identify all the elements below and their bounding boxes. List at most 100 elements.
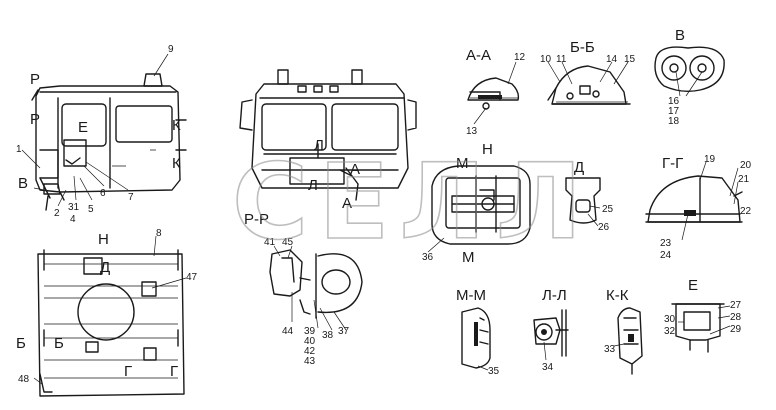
callout-5: 5 [88,204,94,215]
section-title-v: В [675,27,685,44]
callout-26: 26 [598,222,610,233]
callout-23: 23 [660,238,672,249]
callout-19: 19 [704,154,716,165]
callout-21: 21 [738,174,750,185]
cab-detail-e [63,139,87,167]
door-view-marks: М Н М [456,141,493,266]
callout-20: 20 [740,160,752,171]
callout-27: 27 [730,300,742,311]
callout-25: 25 [602,204,614,215]
cab-rear-view [239,69,417,201]
watermark-text: СЕЛЛ [232,141,592,263]
view-mark-k: К [172,155,181,172]
section-bb: Б-Б [547,39,631,105]
view-mark-n: Н [482,141,493,158]
cab-side-view [31,73,187,211]
callout-33: 33 [604,344,616,355]
panel-view-marks: Н Д Б Б Г Г [16,231,178,380]
section-ll: Л-Л [533,287,569,361]
callout-47: 47 [186,272,198,283]
callout-36: 36 [422,252,434,263]
view-mark-n: Н [98,231,109,248]
view-mark-p: Р [30,111,40,128]
cab-leaders [21,53,169,207]
view-mark-p: Р [30,71,40,88]
section-title-bb: Б-Б [570,39,595,56]
view-mark-a: А [342,195,352,212]
callout-39: 39 [304,326,316,337]
cab-beacon [143,73,163,87]
callout-43: 43 [304,356,316,367]
callout-numbers: 9 1 2 31 4 5 6 7 8 47 48 41 45 44 39 40 … [16,44,752,385]
section-title-ll: Л-Л [542,287,567,304]
view-mark-g: Г [170,363,178,380]
callout-31: 31 [68,202,80,213]
callout-9: 9 [168,44,174,55]
callout-44: 44 [282,326,294,337]
view-mark-a: А [350,161,360,178]
view-mark-m: М [462,249,475,266]
callout-29: 29 [730,324,742,335]
view-v: В [654,27,725,97]
view-mark-e: Е [78,119,88,136]
section-title-d: Д [574,159,584,176]
callout-12: 12 [514,52,526,63]
callout-15: 15 [624,54,636,65]
callout-32: 32 [664,326,676,337]
section-gg: Г-Г [645,155,743,241]
section-e: Е [671,277,731,353]
callout-38: 38 [322,330,334,341]
section-mm: М-М [456,287,491,371]
view-mark-b: Б [54,335,64,352]
view-mark-d: Д [100,259,110,276]
section-title-rr: Р-Р [244,211,269,228]
callout-2: 2 [54,208,60,219]
callout-17: 17 [668,106,680,117]
rear-view-marks: Л Л А А [308,137,360,212]
section-aa: А-А [466,47,520,125]
callout-24: 24 [660,250,672,261]
callout-4: 4 [70,214,76,225]
callout-14: 14 [606,54,618,65]
callout-45: 45 [282,237,294,248]
callout-41: 41 [264,237,276,248]
callout-30: 30 [664,314,676,325]
callout-1: 1 [16,144,22,155]
callout-18: 18 [668,116,680,127]
cab-view-marks: Р Р Е В К К [18,71,181,192]
view-d: Д [565,159,601,227]
section-title-aa: А-А [466,47,491,64]
view-mark-k: К [172,117,181,134]
section-title-mm: М-М [456,287,486,304]
callout-7: 7 [128,192,134,203]
callout-37: 37 [338,326,350,337]
callout-28: 28 [730,312,742,323]
view-mark-l: Л [314,137,324,154]
callout-40: 40 [304,336,316,347]
callout-35: 35 [488,366,500,377]
view-mark-l: Л [308,177,318,194]
callout-6: 6 [100,188,106,199]
section-kk: К-К [606,287,643,375]
callout-11: 11 [556,54,567,65]
panel-leaders [33,235,187,385]
callout-10: 10 [540,54,552,65]
floor-panel [37,249,185,397]
callout-48: 48 [18,374,30,385]
view-mark-g: Г [124,363,132,380]
view-mark-b: Б [16,335,26,352]
callout-13: 13 [466,126,478,137]
callout-22: 22 [740,206,752,217]
section-title-gg: Г-Г [662,155,683,172]
view-mark-v: В [18,175,28,192]
view-mark-m: М [456,155,469,172]
callout-16: 16 [668,96,680,107]
callout-34: 34 [542,362,554,373]
section-title-kk: К-К [606,287,629,304]
section-title-e: Е [688,277,698,294]
callout-42: 42 [304,346,316,357]
section-rr: Р-Р [244,211,363,319]
rr-leaders [273,245,347,331]
